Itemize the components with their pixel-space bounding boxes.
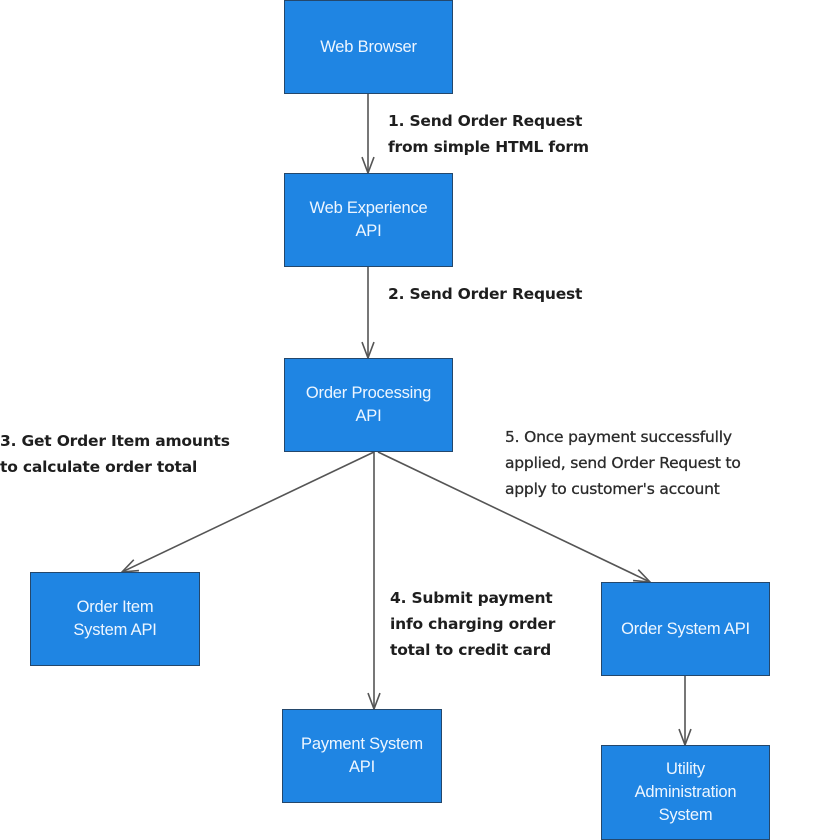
edge-label-1-send-order-request: 1. Send Order Request from simple HTML f…	[388, 112, 589, 156]
node-utility-administration-system[interactable]: Utility Administration System	[601, 745, 770, 840]
node-payment-system-api[interactable]: Payment System API	[282, 709, 442, 803]
node-web-experience-api[interactable]: Web Experience API	[284, 173, 453, 267]
node-web-browser[interactable]: Web Browser	[284, 0, 453, 94]
edge-line-order_processing_api-to-order_system_api	[377, 451, 651, 583]
edge-label-5-send-order-to-account: 5. Once payment successfully applied, se…	[505, 428, 741, 498]
edge-line-order_processing_api-to-order_item_system_api	[121, 451, 375, 573]
node-order-processing-api[interactable]: Order Processing API	[284, 358, 453, 452]
edge-label-2-send-order-request: 2. Send Order Request	[388, 285, 583, 303]
node-order-item-system-api[interactable]: Order Item System API	[30, 572, 200, 666]
edge-label-4-submit-payment: 4. Submit payment info charging order to…	[390, 589, 556, 659]
edge-label-3-get-order-item-amounts: 3. Get Order Item amounts to calculate o…	[0, 432, 230, 476]
node-order-system-api[interactable]: Order System API	[601, 582, 770, 676]
